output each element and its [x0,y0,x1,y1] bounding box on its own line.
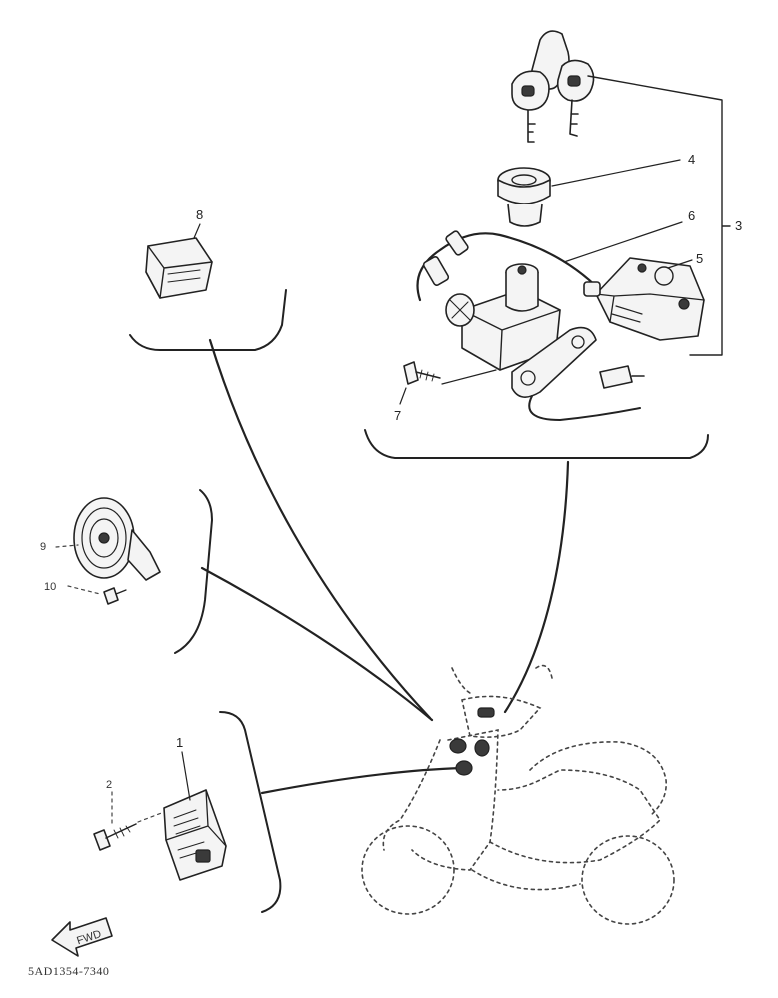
leader-relay [208,338,432,720]
main-switch-part [416,230,645,421]
relay-part [145,237,213,299]
part-label-9: 9 [40,541,46,553]
part-label-2: 2 [106,779,112,791]
keys-part [511,30,595,143]
horn-bolt-part [103,587,127,605]
regulator-part [163,789,227,881]
part-label-10: 10 [44,581,56,593]
leader-line-7b [399,387,407,405]
leader-line-1 [181,751,191,801]
seat-lock-part [583,257,705,341]
screw-7-part [403,361,441,385]
scooter-outline [361,664,675,925]
leader-line-8 [193,223,201,239]
part-label-3: 3 [735,218,742,233]
part-label-4: 4 [688,152,695,167]
leader-line-10 [67,585,101,595]
leader-line-7 [441,369,497,385]
leader-line-2b [137,811,165,823]
regulator-bolt-part [93,823,137,851]
forward-arrow-icon: FWD [51,917,113,957]
callout-frame-regulator [219,711,282,913]
callout-frame-ignition [364,429,709,459]
callout-frame-horn [174,489,213,654]
leader-horn [200,566,434,722]
leader-regulator [260,766,464,795]
set-bracket-3 [587,75,731,356]
part-label-7: 7 [394,408,401,423]
leader-line-4 [551,159,681,187]
callout-frame-relay [129,289,287,351]
horn-part [73,497,161,581]
part-label-8: 8 [196,207,203,222]
reference-code: 5AD1354-7340 [28,964,109,978]
leader-ignition [503,460,570,714]
leader-line-5 [667,259,693,269]
part-label-1: 1 [176,735,183,750]
part-label-6: 6 [688,208,695,223]
lock-cap-part [497,167,551,227]
part-label-5: 5 [696,251,703,266]
leader-line-6 [563,221,683,263]
